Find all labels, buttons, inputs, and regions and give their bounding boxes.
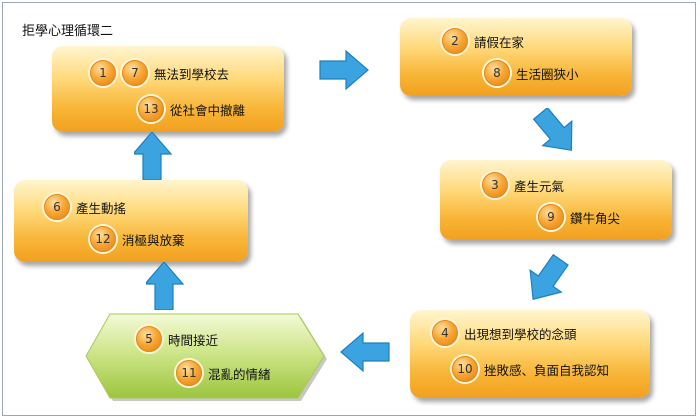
arrow-right-icon [319,49,369,91]
step-badge: 3 [482,172,508,198]
arrow-up-icon [134,132,173,180]
stage-time-item-2: 11 混亂的情緒 [176,360,271,386]
stage-time-label-2: 混亂的情緒 [208,366,271,382]
stage-thought-label-1: 出現想到學校的念頭 [464,326,577,342]
stage-thought-label-2: 挫敗感、負面自我認知 [484,362,610,378]
stage-no-school-item-1: 1 7 無法到學校去 [90,60,229,86]
stage-leave-label-2: 生活圈狹小 [516,66,579,82]
step-badge: 9 [538,204,564,230]
stage-leave-item-1: 2 請假在家 [442,28,524,54]
stage-time-label-1: 時間接近 [168,332,219,348]
step-badge: 12 [90,226,116,252]
stage-energy-box: 3 產生元氣 9 鑽牛角尖 [440,160,672,240]
diagram-title: 拒學心理循環二 [22,24,114,39]
stage-leave-box: 2 請假在家 8 生活圈狹小 [400,18,632,96]
arrow-left-icon [340,331,390,373]
stage-energy-label-1: 產生元氣 [514,178,565,194]
step-badge: 2 [442,28,468,54]
stage-leave-label-1: 請假在家 [474,34,525,50]
step-badge: 6 [44,194,70,220]
diagram-frame [2,2,696,416]
step-badge: 7 [122,60,148,86]
step-badge: 5 [136,326,162,352]
step-badge: 8 [484,60,510,86]
stage-thought-item-1: 4 出現想到學校的念頭 [432,320,577,346]
stage-no-school-item-2: 13 從社會中撤離 [138,96,245,122]
arrow-down-left-icon [529,253,569,300]
stage-energy-label-2: 鑽牛角尖 [570,210,621,226]
stage-no-school-label-1: 無法到學校去 [154,66,230,82]
stage-energy-item-2: 9 鑽牛角尖 [538,204,620,230]
arrow-up-icon [146,262,185,310]
step-badge: 11 [176,360,202,386]
step-badge: 1 [90,60,116,86]
stage-shaken-item-1: 6 產生動搖 [44,194,126,220]
stage-shaken-label-1: 產生動搖 [76,200,127,216]
stage-time-item-1: 5 時間接近 [136,326,218,352]
stage-energy-item-1: 3 產生元氣 [482,172,564,198]
stage-no-school-label-2: 從社會中撤離 [170,102,246,118]
stage-time-hexagon [85,313,327,401]
arrow-down-right-icon [532,108,573,151]
step-badge: 4 [432,320,458,346]
stage-thought-item-2: 10 挫敗感、負面自我認知 [452,356,609,382]
stage-leave-item-2: 8 生活圈狹小 [484,60,579,86]
stage-thought-box: 4 出現想到學校的念頭 10 挫敗感、負面自我認知 [410,310,650,398]
step-badge: 10 [452,356,478,382]
stage-shaken-box: 6 產生動搖 12 消極與放棄 [14,180,248,262]
stage-shaken-label-2: 消極與放棄 [122,232,185,248]
stage-shaken-item-2: 12 消極與放棄 [90,226,185,252]
stage-no-school-box: 1 7 無法到學校去 13 從社會中撤離 [52,46,284,132]
step-badge: 13 [138,96,164,122]
